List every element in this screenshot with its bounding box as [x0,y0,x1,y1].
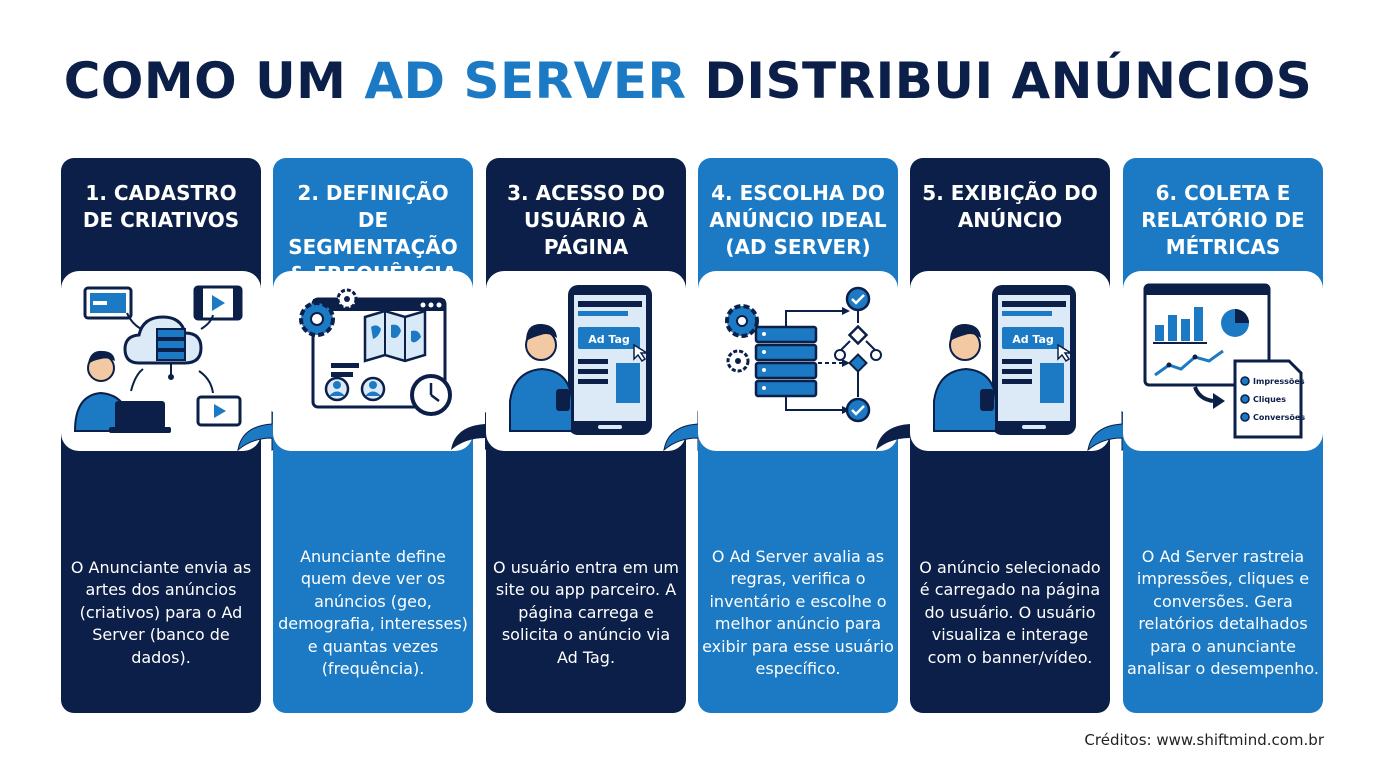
step-title: 3. ACESSO DO USUÁRIO À PÁGINA [507,181,665,259]
step-title: 1. CADASTRO DE CRIATIVOS [82,181,240,232]
map-icon [363,309,427,363]
audience-icon [324,376,386,402]
clock-icon [410,374,452,416]
smartphone-icon: Ad Tag [992,285,1076,435]
title-part-2: DISTRIBUI ANÚNCIOS [704,52,1313,110]
step-illustration: Ad Tag [486,271,686,451]
title-part-1: COMO UM [63,52,347,110]
phone-ad-tag-label: Ad Tag [588,333,630,346]
step-title: 6. COLETA E RELATÓRIO DE MÉTRICAS [1141,181,1305,259]
person-icon [933,323,997,432]
step-description: O Ad Server rastreia impressões, cliques… [1127,546,1319,679]
step-description: O Anunciante envia as artes dos anúncios… [70,557,252,667]
step-description: Anunciante define quem deve ver os anúnc… [278,546,468,679]
report-item-clicks: Cliques [1253,395,1286,404]
report-item-conversions: Conversões [1253,413,1305,422]
step-card-6: 6. COLETA E RELATÓRIO DE MÉTRICAS Impres… [1123,158,1323,713]
step-illustration [698,271,898,451]
server-icon [754,325,818,398]
gear-icon [725,304,759,373]
cloud-server-icon [123,315,203,380]
step-title: 4. ESCOLHA DO ANÚNCIO IDEAL (AD SERVER) [709,181,887,259]
video-creative-icon [193,285,243,321]
step-card-3: 3. ACESSO DO USUÁRIO À PÁGINA Ad Tag [486,158,686,713]
step-illustration [61,271,261,451]
step-illustration [273,271,473,451]
step-illustration: Ad Tag [910,271,1110,451]
person-icon [509,323,573,432]
smartphone-icon: Ad Tag [568,285,652,435]
step-card-1: 1. CADASTRO DE CRIATIVOS [61,158,261,713]
step-description: O Ad Server avalia as regras, verifica o… [702,546,894,679]
step-illustration: Impressões Cliques Conversões [1123,271,1323,451]
phone-ad-tag-label: Ad Tag [1012,333,1054,346]
video-player-icon [196,395,242,427]
check-icon [845,286,871,423]
gear-icon [299,288,358,337]
report-icon: Impressões Cliques Conversões [1233,359,1305,439]
step-description: O anúncio selecionado é carregado na pág… [919,557,1101,667]
step-description: O usuário entra em um site ou app parcei… [493,557,679,667]
step-card-2: 2. DEFINIÇÃO DE SEGMENTAÇÃO & FREQUÊNCIA [273,158,473,713]
credits: Créditos: www.shiftmind.com.br [1084,731,1324,749]
person-with-laptop-icon [73,350,171,433]
report-item-impressions: Impressões [1253,377,1305,386]
step-card-5: 5. EXIBIÇÃO DO ANÚNCIO Ad Tag [910,158,1110,713]
step-card-4: 4. ESCOLHA DO ANÚNCIO IDEAL (AD SERVER) [698,158,898,713]
title-highlight: AD SERVER [364,52,687,110]
step-title: 5. EXIBIÇÃO DO ANÚNCIO [922,181,1098,232]
image-creative-icon [83,286,133,320]
page-title: COMO UM AD SERVER DISTRIBUI ANÚNCIOS [0,52,1376,110]
